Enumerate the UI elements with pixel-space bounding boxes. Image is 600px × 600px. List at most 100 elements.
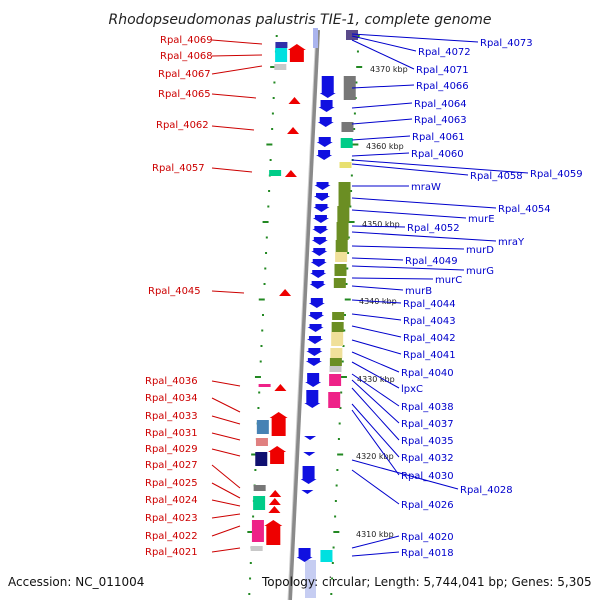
label-leader-lines xyxy=(211,33,529,557)
topology-text: Topology: circular; Length: 5,744,041 bp… xyxy=(261,575,592,589)
gene-label-left[interactable]: Rpal_4021 xyxy=(145,547,198,558)
cds-boxes xyxy=(250,30,358,562)
leader-line-right xyxy=(351,231,497,242)
gene-label-right[interactable]: Rpal_4049 xyxy=(405,256,458,267)
leader-line-left xyxy=(211,513,241,519)
cds-box xyxy=(332,312,345,320)
gene-label-right[interactable]: Rpal_4066 xyxy=(416,81,469,92)
gene-label-left[interactable]: Rpal_4062 xyxy=(156,120,209,131)
gene-label-right[interactable]: mraW xyxy=(411,182,441,193)
cds-box xyxy=(340,138,353,148)
gene-label-left[interactable]: Rpal_4024 xyxy=(145,495,198,506)
leader-line-left xyxy=(211,482,241,499)
gene-label-right[interactable]: Rpal_4035 xyxy=(401,436,454,447)
gene-label-right[interactable]: Rpal_4059 xyxy=(530,169,583,180)
reverse-gene-arrow xyxy=(308,298,325,308)
gene-label-right[interactable]: Rpal_4030 xyxy=(401,471,454,482)
gene-label-right[interactable]: Rpal_4064 xyxy=(414,99,467,110)
gene-label-left[interactable]: Rpal_4029 xyxy=(145,444,198,455)
gene-label-right[interactable]: murC xyxy=(435,275,462,286)
gene-label-left[interactable]: Rpal_4022 xyxy=(145,531,198,542)
gene-label-right[interactable]: Rpal_4020 xyxy=(401,532,454,543)
gene-label-right[interactable]: Rpal_4041 xyxy=(403,350,456,361)
gene-label-right[interactable]: Rpal_4073 xyxy=(480,38,533,49)
gene-label-right[interactable]: mraY xyxy=(498,237,525,248)
cds-box xyxy=(341,122,354,132)
forward-gene-arrow xyxy=(269,412,288,436)
gene-label-left[interactable]: Rpal_4045 xyxy=(148,286,201,297)
gene-label-right[interactable]: Rpal_4043 xyxy=(403,316,456,327)
leader-line-right xyxy=(351,102,413,109)
gene-label-right[interactable]: Rpal_4071 xyxy=(416,65,469,76)
cds-box xyxy=(256,420,269,434)
gene-label-right[interactable]: Rpal_4042 xyxy=(403,333,456,344)
gene-label-right[interactable]: Rpal_4061 xyxy=(412,132,465,143)
cds-box xyxy=(331,322,344,332)
gene-label-right[interactable]: Rpal_4032 xyxy=(401,453,454,464)
leader-line-right xyxy=(351,118,413,125)
cds-box xyxy=(335,240,348,252)
gene-label-right[interactable]: Rpal_4060 xyxy=(411,149,464,160)
cds-box xyxy=(334,264,347,276)
reverse-gene-arrow xyxy=(305,373,322,387)
gene-label-left[interactable]: Rpal_4025 xyxy=(145,478,198,489)
left-gene-labels: Rpal_4069 Rpal_4068 Rpal_4067 Rpal_4065 … xyxy=(145,35,213,558)
leader-line-left xyxy=(211,65,263,75)
cds-box xyxy=(336,222,349,240)
leader-line-right xyxy=(351,245,465,250)
gene-label-left[interactable]: Rpal_4036 xyxy=(145,376,198,387)
leader-line-left xyxy=(211,290,245,294)
gene-label-right[interactable]: murD xyxy=(466,245,494,256)
gene-label-right[interactable]: Rpal_4058 xyxy=(470,171,523,182)
gene-label-right[interactable]: lpxC xyxy=(401,384,423,395)
kbp-label: 4360 kbp xyxy=(366,142,404,151)
gene-label-right[interactable]: Rpal_4072 xyxy=(418,47,471,58)
gene-label-left[interactable]: Rpal_4057 xyxy=(152,163,205,174)
reverse-gene-arrow xyxy=(314,182,331,190)
gene-label-right[interactable]: murE xyxy=(468,214,495,225)
leader-line-right xyxy=(351,135,411,141)
gene-label-right[interactable]: Rpal_4052 xyxy=(407,223,460,234)
reverse-gene-arrow xyxy=(304,390,321,408)
gene-label-right[interactable]: Rpal_4028 xyxy=(460,485,513,496)
gene-label-right[interactable]: Rpal_4037 xyxy=(401,419,454,430)
leader-line-left xyxy=(211,54,263,57)
leader-line-right xyxy=(351,163,469,176)
gene-label-right[interactable]: murB xyxy=(405,286,432,297)
gene-label-right[interactable]: Rpal_4038 xyxy=(401,402,454,413)
forward-gene-arrow xyxy=(287,44,306,62)
reverse-gene-arrow xyxy=(319,76,336,98)
cds-box xyxy=(250,546,263,551)
gene-label-right[interactable]: Rpal_4054 xyxy=(498,204,551,215)
gene-label-right[interactable]: murG xyxy=(466,266,494,277)
reverse-gene-arrow xyxy=(311,237,328,245)
gene-label-right[interactable]: Rpal_4044 xyxy=(403,299,456,310)
forward-gene-arrow xyxy=(268,446,287,464)
leader-line-left xyxy=(211,499,241,507)
forward-gene-arrow xyxy=(284,170,297,177)
reverse-gene-arrow xyxy=(316,150,333,160)
gene-label-left[interactable]: Rpal_4027 xyxy=(145,460,198,471)
gene-label-right[interactable]: Rpal_4026 xyxy=(401,500,454,511)
highlight-band-bottom xyxy=(305,560,316,598)
gene-label-left[interactable]: Rpal_4068 xyxy=(160,51,213,62)
gene-label-right[interactable]: Rpal_4018 xyxy=(401,548,454,559)
leader-line-left xyxy=(211,167,253,173)
cds-box xyxy=(253,496,266,510)
forward-genes xyxy=(264,44,306,545)
reverse-gene-arrow xyxy=(316,137,333,147)
leader-line-right xyxy=(351,35,417,52)
leader-line-right xyxy=(351,285,404,291)
gene-label-right[interactable]: Rpal_4063 xyxy=(414,115,467,126)
gene-label-left[interactable]: Rpal_4034 xyxy=(145,393,198,404)
leader-line-right xyxy=(351,373,400,407)
gene-label-left[interactable]: Rpal_4069 xyxy=(160,35,213,46)
gene-label-left[interactable]: Rpal_4031 xyxy=(145,428,198,439)
cds-box xyxy=(255,438,268,446)
cds-box xyxy=(329,366,342,372)
gene-label-left[interactable]: Rpal_4023 xyxy=(145,513,198,524)
gene-label-right[interactable]: Rpal_4040 xyxy=(401,368,454,379)
gene-label-left[interactable]: Rpal_4067 xyxy=(158,69,211,80)
gene-label-left[interactable]: Rpal_4033 xyxy=(145,411,198,422)
gene-label-left[interactable]: Rpal_4065 xyxy=(158,89,211,100)
